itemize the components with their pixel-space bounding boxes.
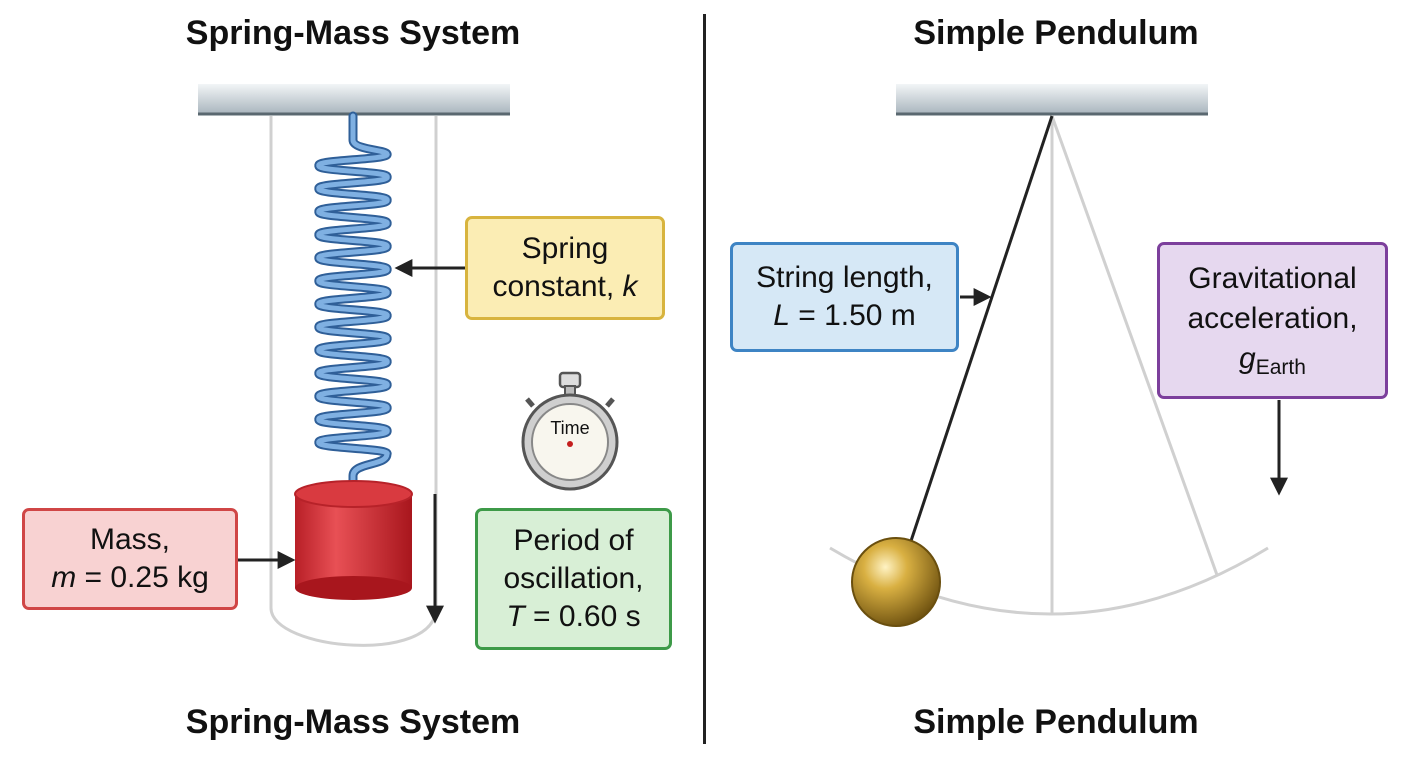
panel-divider <box>703 14 706 744</box>
length-label-line2-wrap: L = 1.50 m <box>773 297 916 335</box>
gravity-label-subscript: Earth <box>1255 356 1306 379</box>
length-label-value: = 1.50 m <box>789 299 916 332</box>
period-label-line3-wrap: T = 0.60 s <box>506 598 640 636</box>
spring-mass-title-bottom: Spring-Mass System <box>185 703 521 741</box>
spring-label-line2: constant, <box>492 270 623 303</box>
pendulum-title-bottom: Simple Pendulum <box>913 703 1199 741</box>
period-label: Period of oscillation, T = 0.60 s <box>475 508 672 650</box>
mass-block <box>294 480 413 600</box>
mass-label-symbol: m <box>51 561 77 594</box>
gravity-label-line1: Gravitational <box>1188 262 1357 295</box>
pendulum-title-top: Simple Pendulum <box>913 14 1199 52</box>
gravity-label-symbol-wrap: gEarth <box>1239 339 1306 382</box>
length-label-symbol: L <box>773 299 790 332</box>
period-label-value: = 0.60 s <box>524 600 641 633</box>
spring-coil-highlight <box>316 113 390 493</box>
string-length-label: String length, L = 1.50 m <box>730 242 959 352</box>
period-label-symbol: T <box>506 600 525 633</box>
pendulum-ceiling <box>896 84 1208 114</box>
spring-ceiling <box>198 84 510 114</box>
mass-label-value: = 0.25 kg <box>76 561 209 594</box>
mass-label-line2-wrap: m = 0.25 kg <box>51 559 209 597</box>
spring-mass-title-top: Spring-Mass System <box>185 14 521 52</box>
period-label-line2: oscillation, <box>503 562 644 595</box>
spring-constant-label: Spring constant, k <box>465 216 665 320</box>
pendulum-string <box>906 115 1054 551</box>
pendulum-bob <box>851 537 941 627</box>
spring-label-line1: Spring <box>521 232 609 265</box>
period-label-line1: Period of <box>513 524 634 557</box>
mass-label-line1: Mass, <box>89 523 170 556</box>
spring-label-symbol: k <box>622 270 638 303</box>
length-label-line1: String length, <box>756 261 933 294</box>
spring-label-line2-wrap: constant, k <box>492 268 637 306</box>
mass-label: Mass, m = 0.25 kg <box>22 508 238 610</box>
pendulum-right-extreme-line <box>1050 115 1219 576</box>
stopwatch-time-label: Time <box>550 418 590 438</box>
gravity-label: Gravitational acceleration, gEarth <box>1157 242 1388 399</box>
gravity-label-symbol: g <box>1239 342 1256 375</box>
gravity-label-line2: acceleration, <box>1187 302 1358 335</box>
stopwatch-icon <box>521 371 619 491</box>
